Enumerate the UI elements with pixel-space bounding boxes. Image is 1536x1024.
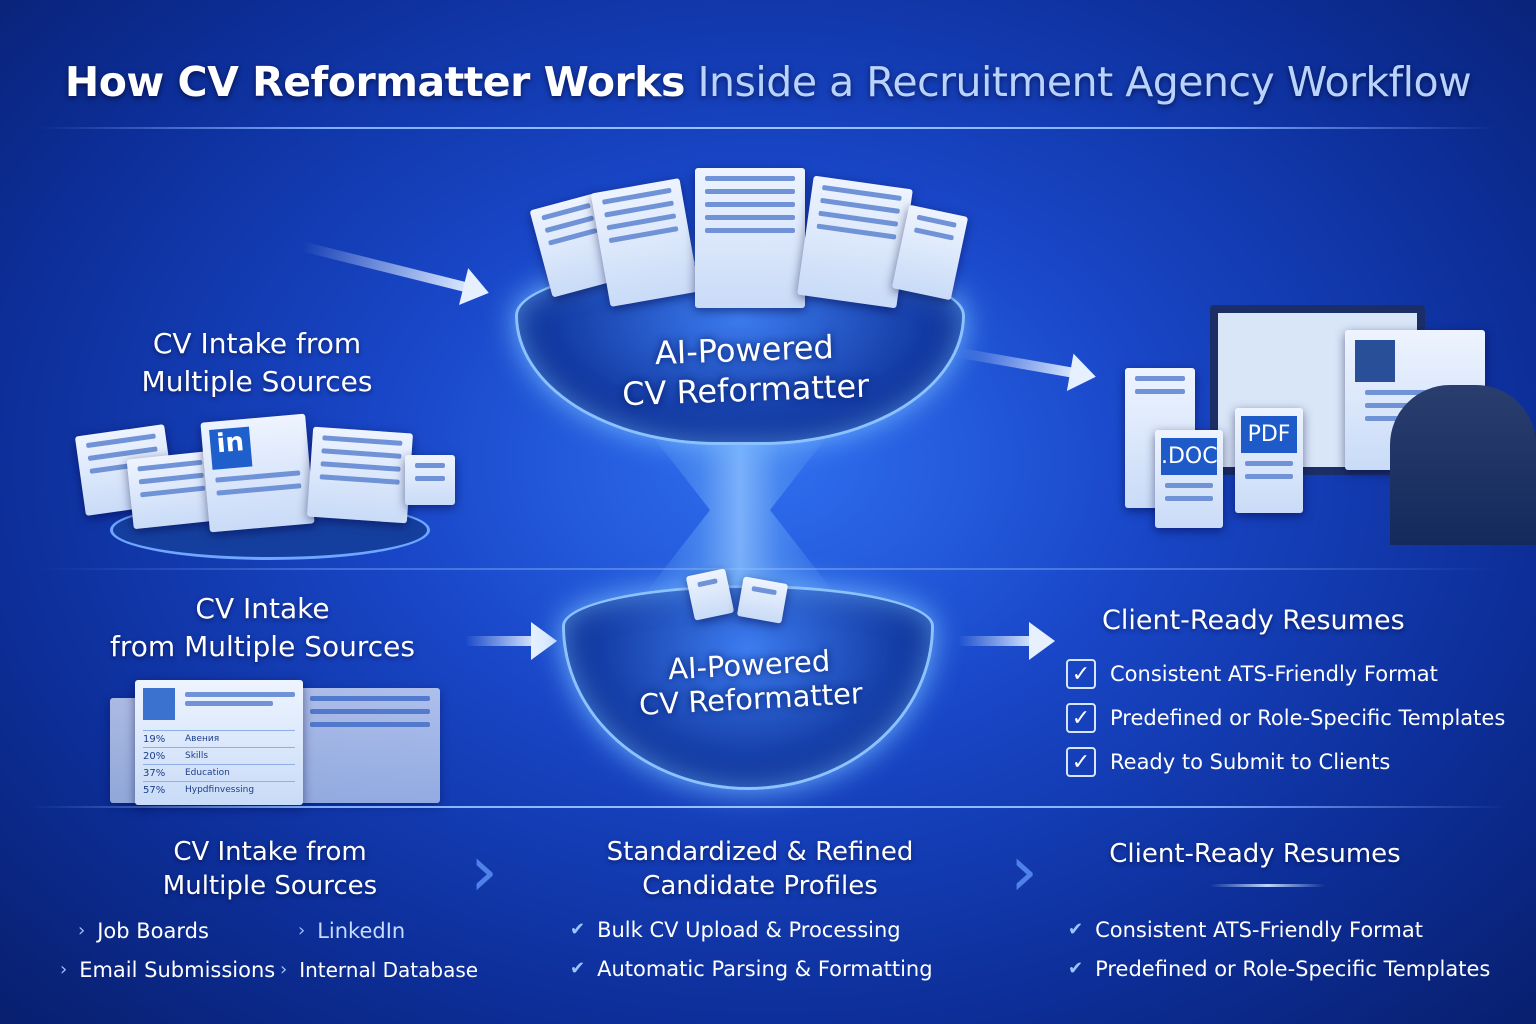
bottom-col2-list: ✔ Bulk CV Upload & Processing ✔ Automatic …	[570, 910, 933, 988]
checkbox-checked-icon: ✓	[1066, 703, 1096, 733]
row-label: Hypdfinvessing	[185, 785, 255, 795]
bottom-col3-heading: Client-Ready Resumes	[1109, 839, 1401, 869]
chevron-right-icon: ›	[470, 830, 498, 912]
cv-document	[306, 426, 414, 524]
list-item: ✔ Consistent ATS-Friendly Format	[1068, 910, 1490, 949]
chevron-right-icon: ›	[60, 959, 68, 980]
top-funnel-label: AI-Powered CV Reformatter	[564, 324, 927, 417]
list-item: › Job Boards	[78, 911, 298, 950]
list-item: ✔ Predefined or Role-Specific Templates	[1068, 949, 1490, 988]
doc-row: 20% Skills	[143, 747, 295, 764]
divider	[30, 806, 1506, 808]
item-label: Job Boards	[97, 918, 209, 943]
checkmark-icon: ✔	[1068, 958, 1084, 979]
chevron-right-icon: ›	[1010, 830, 1038, 912]
title-sub: Inside a Recruitment Agency Workflow	[684, 58, 1472, 106]
cv-document	[695, 168, 805, 308]
item-label: Internal Database	[299, 957, 479, 982]
checkbox-checked-icon: ✓	[1066, 659, 1096, 689]
row-label: Education	[185, 768, 230, 778]
item-label: Automatic Parsing & Formatting	[597, 956, 933, 981]
row-label: Skills	[185, 751, 209, 761]
chevron-right-icon: ›	[298, 920, 306, 941]
doc-row: 37% Education	[143, 764, 295, 781]
heading-line: Multiple Sources	[162, 871, 378, 901]
linkedin-cv-document: in	[200, 413, 315, 533]
flow-arrow	[465, 622, 557, 660]
divider	[40, 127, 1496, 129]
candidate-photo	[1355, 340, 1395, 382]
heading-line: Candidate Profiles	[642, 871, 878, 901]
item-label: Predefined or Role-Specific Templates	[1095, 956, 1491, 981]
title-main: How CV Reformatter Works	[64, 58, 686, 106]
page-title: How CV Reformatter Works Inside a Recrui…	[0, 58, 1536, 106]
flow-arrow	[960, 348, 1075, 378]
ornament-divider	[1210, 884, 1325, 887]
flow-arrow	[958, 622, 1055, 660]
checkmark-icon: ✔	[570, 958, 586, 979]
heading-line: Standardized & Refined	[606, 837, 914, 867]
flow-arrow	[301, 241, 469, 293]
chevron-right-icon: ›	[280, 959, 288, 980]
cv-document	[736, 576, 789, 624]
linkedin-logo: in	[209, 426, 253, 470]
checklist-label: Consistent ATS-Friendly Format	[1110, 662, 1438, 686]
bottom-col1-list: ›Job Boards ›LinkedIn ›Email Submissions…	[60, 911, 508, 989]
top-left-heading: CV Intake from Multiple Sources	[97, 325, 417, 401]
checklist: ✓ Consistent ATS-Friendly Format ✓ Predefin…	[1066, 652, 1505, 784]
row-label: Aвения	[185, 734, 220, 744]
item-label: LinkedIn	[317, 918, 406, 943]
row-percent: 37%	[143, 767, 166, 779]
heading-line: CV Intake from	[152, 327, 362, 360]
row-percent: 57%	[143, 784, 166, 796]
checklist-item: ✓ Ready to Submit to Clients	[1066, 740, 1505, 784]
user-icon	[143, 688, 175, 720]
list-item: ✔ Automatic Parsing & Formatting	[570, 949, 933, 988]
pdf-file: PDF	[1235, 408, 1303, 513]
recruiter-person	[1390, 385, 1536, 545]
item-label: Email Submissions	[79, 957, 276, 982]
heading-line: CV Intake from	[173, 837, 367, 867]
checkmark-icon: ✔	[1068, 919, 1084, 940]
doc-row: 57% Hypdfinvessing	[143, 781, 295, 798]
cv-document	[405, 455, 455, 505]
cv-document	[590, 178, 700, 307]
cv-stats-document: 19% Aвения 20% Skills 37% Education 57% Hypdfin…	[135, 680, 303, 805]
doc-row: 19% Aвения	[143, 730, 295, 747]
item-label: Consistent ATS-Friendly Format	[1095, 917, 1423, 942]
divider	[40, 568, 1496, 570]
heading-line: from Multiple Sources	[110, 630, 415, 663]
cv-document	[300, 688, 440, 803]
list-item: ›Email Submissions	[60, 950, 298, 989]
item-label: Bulk CV Upload & Processing	[597, 917, 901, 942]
heading-line: Multiple Sources	[141, 365, 373, 398]
heading-line: CV Intake	[195, 592, 330, 625]
checkbox-checked-icon: ✓	[1066, 747, 1096, 777]
doc-file-label: .DOC	[1161, 438, 1218, 475]
pdf-file-label: PDF	[1241, 416, 1297, 453]
list-item: › LinkedIn	[298, 911, 508, 950]
checkmark-icon: ✔	[570, 919, 586, 940]
chevron-right-icon: ›	[78, 920, 86, 941]
list-item: › Internal Database	[280, 950, 508, 989]
doc-file: .DOC	[1155, 430, 1223, 528]
checklist-label: Predefined or Role-Specific Templates	[1110, 706, 1506, 730]
checklist-item: ✓ Consistent ATS-Friendly Format	[1066, 652, 1505, 696]
middle-right-heading: Client-Ready Resumes	[1102, 605, 1405, 636]
bottom-col3-list: ✔ Consistent ATS-Friendly Format ✔ Predefi…	[1068, 910, 1490, 988]
list-item: ✔ Bulk CV Upload & Processing	[570, 910, 933, 949]
middle-left-heading: CV Intake from Multiple Sources	[90, 590, 435, 666]
row-percent: 20%	[143, 750, 166, 762]
checklist-item: ✓ Predefined or Role-Specific Templates	[1066, 696, 1505, 740]
row-percent: 19%	[143, 733, 166, 745]
funnel-stream	[640, 420, 840, 600]
checklist-label: Ready to Submit to Clients	[1110, 750, 1391, 774]
